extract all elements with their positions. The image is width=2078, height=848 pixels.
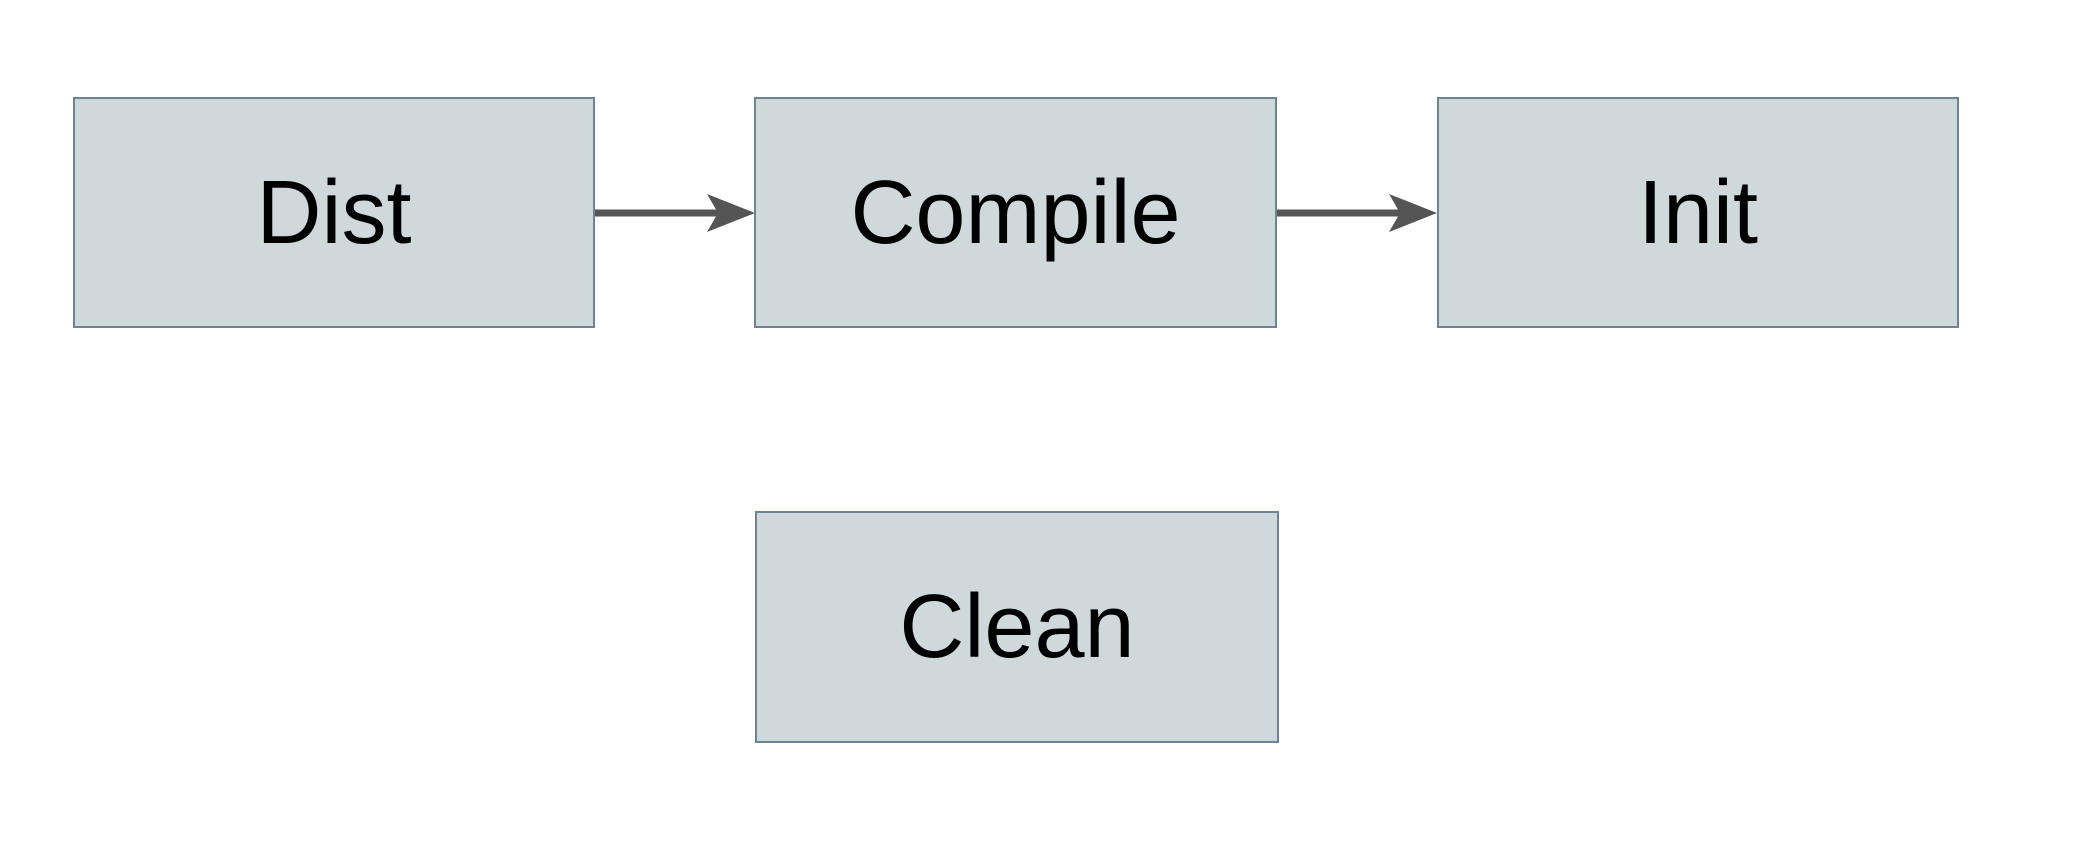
node-label-init: Init [1637, 162, 1759, 263]
arrowhead-icon [1389, 194, 1437, 232]
node-init[interactable]: Init [1437, 97, 1959, 328]
arrowhead-icon [707, 194, 755, 232]
edge-compile-to-init [1270, 185, 1450, 243]
node-clean[interactable]: Clean [755, 511, 1279, 743]
node-dist[interactable]: Dist [73, 97, 595, 328]
node-label-compile: Compile [850, 162, 1181, 263]
node-label-dist: Dist [256, 162, 412, 263]
edge-dist-to-compile [588, 185, 768, 243]
node-compile[interactable]: Compile [754, 97, 1277, 328]
node-label-clean: Clean [899, 577, 1135, 677]
